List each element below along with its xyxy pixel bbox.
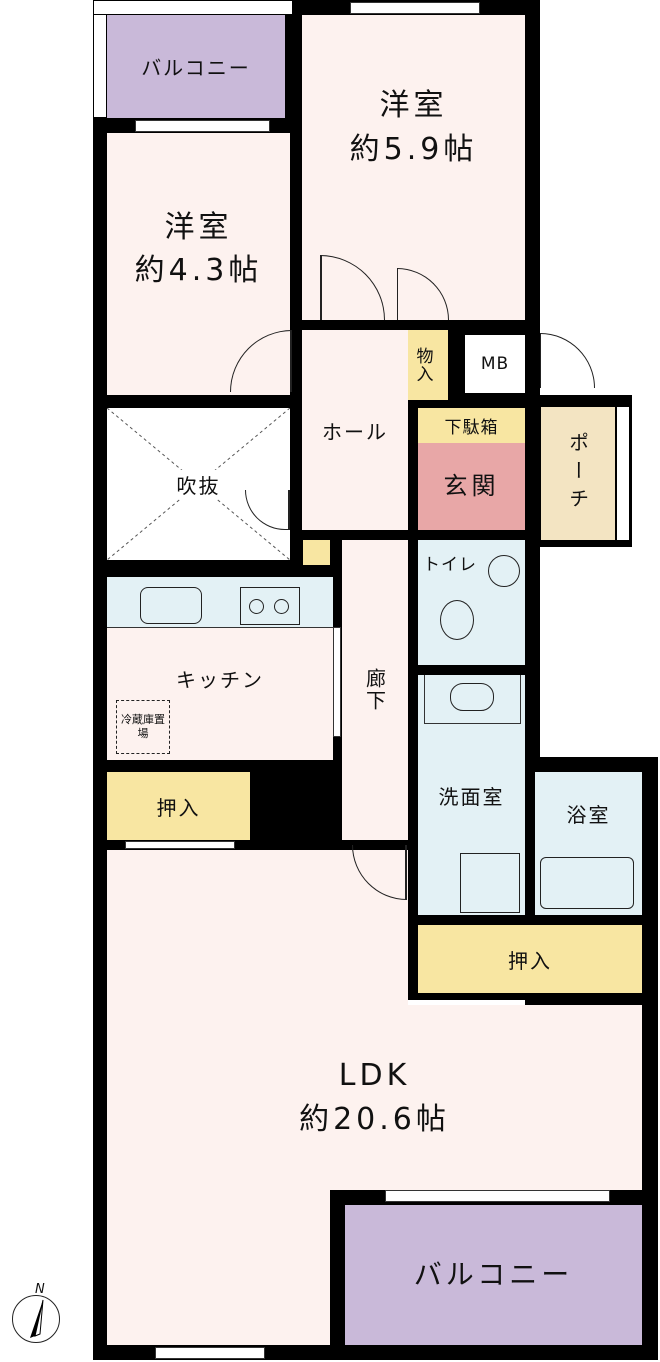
vanity-icon — [424, 675, 521, 724]
atrium-cross — [107, 408, 290, 560]
entrance: 玄関 — [418, 443, 525, 530]
sink-icon — [140, 587, 202, 624]
room-label: 廊下 — [362, 668, 387, 712]
room-label: 洗面室 — [438, 784, 505, 809]
closet-right: 押入 — [418, 925, 642, 993]
corridor: 廊下 — [342, 540, 408, 840]
room-label: バルコニー — [413, 1257, 574, 1291]
porch-rail — [617, 407, 629, 540]
window — [125, 841, 235, 849]
balcony-rail — [93, 0, 293, 15]
ldk: LDK 約20.6帖 — [107, 1005, 642, 1190]
washing-machine-space — [460, 853, 520, 913]
room-label: 玄関 — [443, 472, 500, 501]
room-label: 物入 — [412, 347, 433, 383]
ldk-area — [107, 1188, 330, 1345]
bathroom: 浴室 — [535, 772, 642, 915]
window — [333, 627, 341, 737]
room-label: 浴室 — [566, 803, 611, 827]
washroom: 洗面室 — [418, 675, 525, 915]
window — [155, 1347, 265, 1359]
window — [385, 1190, 610, 1202]
room-label: 押入 — [156, 795, 201, 820]
compass: N — [12, 1282, 60, 1343]
pipe-space — [303, 540, 330, 565]
room-label: 押入 — [508, 948, 552, 973]
room-label: バルコニー — [141, 56, 251, 80]
room-label: 洋室 — [164, 209, 233, 245]
bathtub-icon — [540, 857, 634, 909]
shoe-box: 下駄箱 — [418, 408, 525, 443]
room-label: LDK — [338, 1058, 411, 1093]
toilet-icon — [440, 600, 474, 640]
fridge-space: 冷蔵庫置場 — [116, 700, 170, 754]
balcony-rail — [93, 0, 107, 118]
hand-basin-icon — [488, 555, 520, 587]
room-label: キッチン — [176, 668, 264, 692]
room-size: 約20.6帖 — [299, 1101, 450, 1137]
balcony-top: バルコニー — [107, 15, 285, 118]
compass-north-label: N — [35, 1282, 45, 1297]
room-label: 下駄箱 — [444, 418, 499, 438]
room-label: トイレ — [423, 555, 477, 575]
ldk-area — [107, 850, 332, 1010]
porch: ポーチ — [541, 407, 615, 540]
room-label: 洋室 — [379, 88, 448, 123]
toilet: トイレ — [418, 540, 525, 665]
room-label: ホール — [322, 419, 388, 444]
window — [135, 120, 270, 132]
balcony-bottom: バルコニー — [345, 1205, 642, 1345]
window — [350, 2, 480, 14]
room-size: 約4.3帖 — [134, 253, 263, 288]
kitchen-counter — [107, 577, 333, 628]
compass-arrow-icon — [30, 1299, 44, 1338]
room-size: 約5.9帖 — [349, 131, 478, 167]
room-label: MB — [480, 354, 510, 374]
closet-left: 押入 — [107, 772, 250, 840]
stove-icon — [240, 587, 300, 625]
room-label: ポーチ — [565, 431, 590, 516]
entrance-door[interactable] — [540, 333, 595, 388]
meter-box: MB — [465, 335, 525, 393]
kitchen: キッチン 冷蔵庫置場 — [107, 577, 333, 760]
room-label: 吹抜 — [176, 469, 221, 499]
hall: ホール — [302, 330, 408, 530]
atrium: 吹抜 — [107, 408, 290, 560]
